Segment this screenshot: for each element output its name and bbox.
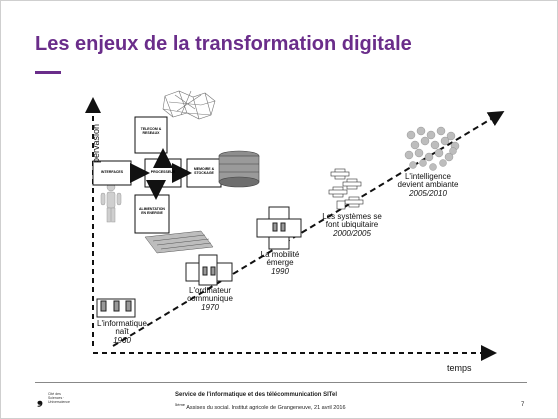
stage-5-label: L'intelligence devient ambiante 2005/201… [397,172,459,198]
memoire-label: MEMOIRE & STOCKAGE [193,167,215,176]
storage-disks-icon [218,150,260,188]
telecom-label: TELECOM & RESEAUX [140,127,162,136]
title-underline [35,71,61,74]
alimentation-label: ALIMENTATION EN ENERGIE [139,207,165,216]
human-figure-icon [100,182,122,223]
stage-4-label: Les systèmes se font ubiquitaire 2000/20… [322,212,382,238]
y-axis-label: pervasion [91,123,101,163]
stage-2-icon [185,254,233,286]
processeur-label: PROCESSEUR [150,170,176,174]
x-axis-label: temps [447,363,472,373]
trend-line [112,110,505,347]
hub-arrows [130,148,192,200]
alimentation-box [134,194,170,234]
stage-3-label: La mobilité émerge 1990 [260,250,300,276]
organization-logo: ❟ Cité des Sciences · Universcience [37,392,70,408]
telecom-box [134,116,168,154]
stage-1-icon [96,298,136,318]
slide-title: Les enjeux de la transformation digitale [35,33,412,55]
stage-5-icon [404,126,460,171]
footer-service-name: Service de l'informatique et des télécom… [175,392,338,398]
battery-pack-icon [144,230,214,254]
stage-2-label: L'ordinateur communique 1970 [187,286,233,312]
footer-event: 5ème Assises du social. Institut agricol… [175,402,346,411]
evolution-diagram [85,90,505,361]
stage-4-icon [328,168,364,210]
interfaces-label: INTERFACES [100,170,124,174]
page-number: 7 [521,402,525,408]
footer-divider [35,382,527,383]
stage-1-label: L'informatique naît 1960 [97,319,147,345]
network-mesh-icon [162,90,216,120]
stage-3-icon [256,206,302,250]
